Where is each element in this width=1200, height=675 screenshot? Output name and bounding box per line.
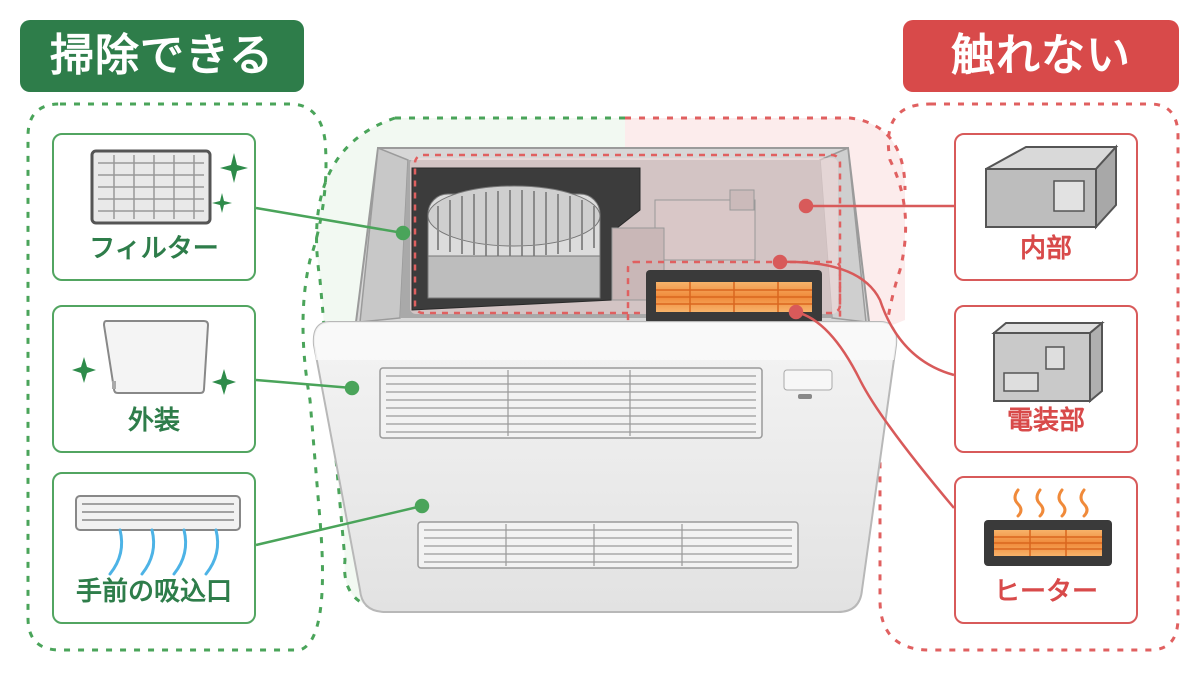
card-label: 内部 — [1019, 234, 1072, 264]
inner-box-icon — [985, 144, 1119, 230]
card-exterior: 外装 — [52, 305, 256, 453]
card-interior: 内部 — [954, 133, 1138, 281]
card-label: フィルター — [89, 234, 219, 264]
heater-icon — [984, 488, 1112, 566]
fan-icon — [427, 185, 601, 299]
electrical-box-icon — [991, 320, 1105, 404]
card-label: 外装 — [127, 406, 180, 436]
sparkle-icon — [220, 153, 248, 183]
card-electrical: 電装部 — [954, 305, 1138, 453]
heat-wave-icon — [1013, 488, 1089, 518]
panel-cover-icon — [72, 320, 236, 395]
card-label: 手前の吸込口 — [75, 577, 232, 607]
sparkle-icon — [212, 369, 236, 395]
card-heater: ヒーター — [954, 476, 1138, 624]
filter-icon — [90, 149, 248, 225]
air-intake-icon — [75, 495, 241, 576]
sparkle-icon — [72, 357, 96, 383]
center-green-outline — [315, 116, 625, 612]
airflow-icon — [108, 528, 220, 576]
card-front-intake: 手前の吸込口 — [52, 472, 256, 624]
left-dashed-outline — [26, 102, 328, 652]
upper-grille — [379, 367, 763, 439]
card-label: ヒーター — [993, 577, 1098, 607]
card-label: 電装部 — [1006, 406, 1085, 436]
cleanable-title-badge: 掃除できる — [20, 20, 304, 92]
no-touch-title-badge: 触れない — [903, 20, 1179, 92]
sparkle-icon — [212, 193, 232, 213]
card-filter: フィルター — [52, 133, 256, 281]
lower-grille — [417, 521, 799, 569]
heater-in-unit — [626, 260, 842, 334]
